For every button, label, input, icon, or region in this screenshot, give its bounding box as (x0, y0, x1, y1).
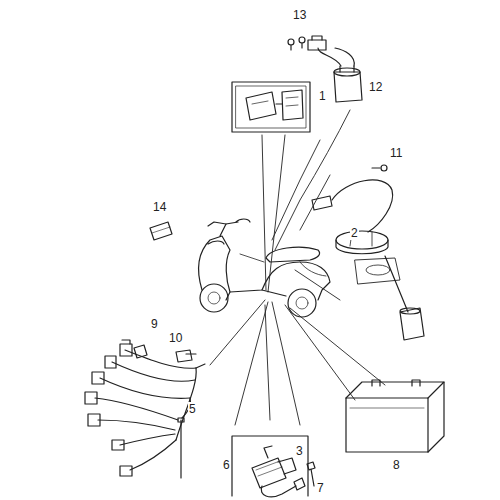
callout-number: 8 (392, 458, 401, 472)
callout-number: 12 (368, 80, 383, 94)
callout-number: 10 (168, 331, 183, 345)
leader-lines (210, 110, 385, 425)
callout-number: 3 (295, 444, 304, 458)
starter-relay (288, 36, 362, 102)
callout-number: 11 (389, 146, 403, 160)
callout-number: 7 (316, 481, 325, 495)
callout-number: 5 (188, 402, 197, 416)
scooter (199, 219, 330, 317)
callout-number: 9 (150, 317, 159, 331)
fuel-sender (312, 165, 424, 340)
bolt (307, 462, 315, 486)
callout-number: 2 (350, 226, 359, 240)
ignition-coil (232, 436, 308, 497)
fuse (150, 222, 172, 240)
callout-number: 14 (152, 200, 167, 214)
callout-number: 6 (222, 458, 231, 472)
control-unit (232, 82, 310, 132)
battery (346, 380, 444, 452)
callout-number: 1 (318, 89, 327, 103)
wiring-harness (85, 340, 205, 478)
callout-number: 13 (292, 8, 307, 22)
